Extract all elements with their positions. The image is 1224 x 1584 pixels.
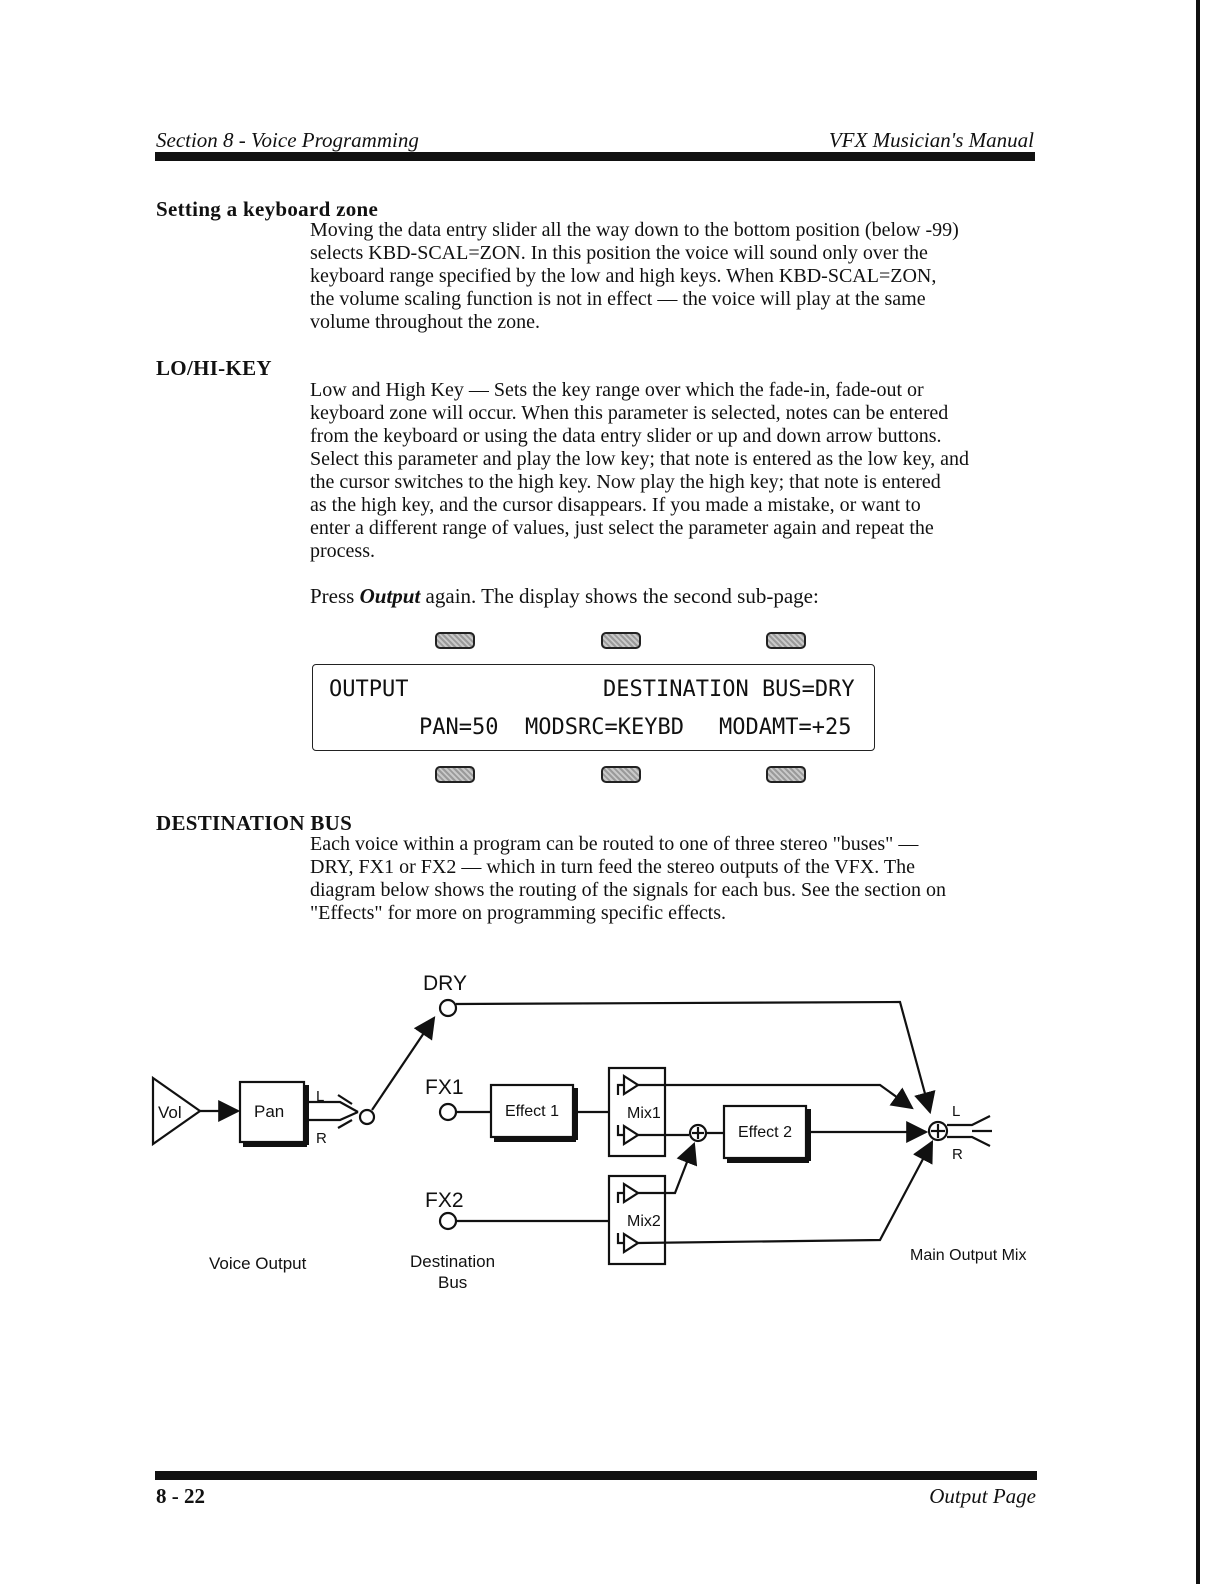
destination-caption-line1: Destination (410, 1252, 495, 1271)
fx2-label: FX2 (425, 1189, 464, 1212)
out-l-line (947, 1115, 991, 1127)
out-l-label: L (952, 1103, 960, 1120)
soft-button-top-1[interactable] (435, 632, 475, 649)
text-line: "Effects" for more on programming specif… (310, 902, 726, 924)
effect2-box (722, 1104, 808, 1160)
mix2-label: Mix2 (627, 1213, 661, 1230)
text-line: selects KBD-SCAL=ZON. In this position t… (310, 242, 928, 264)
soft-button-bottom-3[interactable] (766, 766, 806, 783)
effect2-label: Effect 2 (738, 1124, 792, 1141)
lcd-destination-bus[interactable]: DESTINATION BUS=DRY (603, 677, 855, 702)
mix1-label: Mix1 (627, 1105, 661, 1122)
pan-l-line (304, 1100, 359, 1113)
voice-output-node (358, 1108, 376, 1126)
soft-button-top-2[interactable] (601, 632, 641, 649)
lcd-page-name: OUTPUT (329, 677, 409, 702)
main-output-mix-caption: Main Output Mix (910, 1247, 1026, 1264)
running-header-manual: VFX Musician's Manual (828, 128, 1034, 152)
heading-destination-bus: DESTINATION BUS (156, 811, 353, 835)
lcd-pan[interactable]: PAN=50 (419, 715, 499, 740)
mix1-box (607, 1066, 667, 1158)
effect1-box (489, 1083, 575, 1139)
text-line: Moving the data entry slider all the way… (310, 219, 959, 241)
vol-amplifier-symbol (151, 1075, 202, 1147)
text-line: the cursor switches to the high key. Now… (310, 471, 941, 493)
dry-label: DRY (423, 972, 467, 995)
text-line: Each voice within a program can be route… (310, 833, 919, 855)
lcd-modamt[interactable]: MODAMT=+25 (719, 715, 852, 740)
pan-r-label: R (316, 1130, 327, 1147)
voice-output-caption: Voice Output (209, 1254, 307, 1273)
mix1-dry-line (665, 1083, 914, 1110)
out-r-label: R (952, 1146, 963, 1163)
running-header-section: Section 8 - Voice Programming (156, 128, 419, 152)
text-line: volume throughout the zone. (310, 311, 540, 333)
heading-lohi-key: LO/HI-KEY (156, 356, 272, 380)
press-output-instruction: Press Output again. The display shows th… (310, 585, 1040, 608)
lohi-key-text: Low and High Key — Sets the key range ov… (310, 379, 1040, 563)
footer-title: Output Page (929, 1484, 1036, 1508)
soft-button-top-3[interactable] (766, 632, 806, 649)
lcd-display: OUTPUT DESTINATION BUS=DRY PAN=50 MODSRC… (312, 664, 875, 751)
text-line: keyboard range specified by the low and … (310, 265, 937, 287)
output-key-label: Output (359, 584, 421, 608)
lcd-modsrc[interactable]: MODSRC=KEYBD (525, 715, 684, 740)
text-line: keyboard zone will occur. When this para… (310, 402, 949, 424)
destination-caption-line2: Bus (438, 1273, 467, 1292)
pan-box (238, 1080, 306, 1144)
heading-keyboard-zone: Setting a keyboard zone (156, 197, 379, 221)
soft-button-bottom-1[interactable] (435, 766, 475, 783)
vol-label: Vol (158, 1103, 182, 1122)
pan-r-line (304, 1110, 359, 1122)
pan-l-label: L (316, 1088, 324, 1105)
keyboard-zone-text: Moving the data entry slider all the way… (310, 219, 1040, 334)
fx1-label: FX1 (425, 1076, 464, 1099)
fx1-node (438, 1102, 458, 1122)
pan-label: Pan (254, 1102, 284, 1121)
press-prefix: Press (310, 584, 360, 608)
effect1-label: Effect 1 (505, 1103, 559, 1120)
press-suffix: again. The display shows the second sub-… (420, 584, 819, 608)
bus-switch (371, 1016, 436, 1111)
text-line: as the high key, and the cursor disappea… (310, 494, 921, 516)
text-line: the volume scaling function is not in ef… (310, 288, 926, 310)
destination-bus-text: Each voice within a program can be route… (310, 833, 1040, 925)
text-line: DRY, FX1 or FX2 — which in turn feed the… (310, 856, 915, 878)
footer-rule (155, 1471, 1037, 1480)
text-line: diagram below shows the routing of the s… (310, 879, 946, 901)
text-line: enter a different range of values, just … (310, 517, 934, 539)
fx2-node (438, 1211, 458, 1231)
text-line: Low and High Key — Sets the key range ov… (310, 379, 924, 401)
page-number: 8 - 22 (156, 1484, 205, 1508)
dry-node (438, 998, 458, 1018)
header-rule (155, 152, 1035, 161)
out-r-line (947, 1135, 991, 1147)
text-line: process. (310, 540, 375, 562)
soft-button-bottom-2[interactable] (601, 766, 641, 783)
mix2-dry-line (637, 1140, 934, 1245)
text-line: from the keyboard or using the data entr… (310, 425, 942, 447)
page-edge (1196, 0, 1200, 1584)
mix2-to-effect2-line (638, 1141, 698, 1195)
dry-line (455, 1000, 936, 1115)
mix2-box (607, 1174, 667, 1266)
text-line: Select this parameter and play the low k… (310, 448, 970, 470)
